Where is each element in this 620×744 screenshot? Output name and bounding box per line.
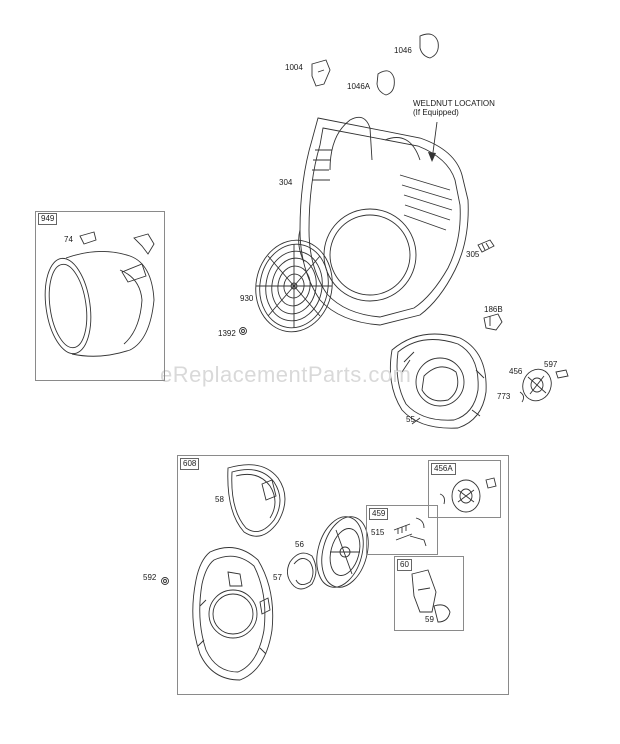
label-74[interactable]: 74	[64, 235, 73, 244]
label-1046A[interactable]: 1046A	[347, 82, 371, 91]
label-58[interactable]: 58	[215, 495, 224, 504]
pulley-56	[316, 516, 369, 588]
label-1046[interactable]: 1046	[394, 46, 412, 55]
label-55[interactable]: 55	[406, 415, 415, 424]
kit-box-60	[394, 556, 464, 631]
kit-box-456A	[428, 460, 501, 518]
rewind-starter-55	[389, 333, 487, 429]
weldnut-note: WELDNUT LOCATION (If Equipped)	[413, 99, 495, 118]
label-515[interactable]: 515	[371, 528, 385, 537]
kit-tag-60[interactable]: 60	[397, 559, 412, 571]
watermark: eReplacementParts.com	[160, 362, 412, 387]
kit-box-949	[35, 211, 165, 381]
label-186B[interactable]: 186B	[484, 305, 503, 314]
label-304[interactable]: 304	[279, 178, 293, 187]
kit-tag-608[interactable]: 608	[180, 458, 200, 470]
kit-tag-949[interactable]: 949	[38, 213, 58, 225]
rotating-screen-930	[255, 239, 333, 333]
weldnut-note-line1: WELDNUT LOCATION	[413, 99, 495, 108]
label-1392[interactable]: 1392	[218, 329, 236, 338]
label-59[interactable]: 59	[425, 615, 434, 624]
kit-tag-459[interactable]: 459	[369, 508, 389, 520]
label-930[interactable]: 930	[240, 294, 254, 303]
label-597[interactable]: 597	[544, 360, 558, 369]
label-305[interactable]: 305	[466, 250, 480, 259]
air-cleaner-949	[44, 251, 155, 357]
starter-rope-58	[227, 464, 286, 537]
kit-box-608	[177, 455, 509, 695]
label-456[interactable]: 456	[509, 367, 523, 376]
kit-tag-456A[interactable]: 456A	[431, 463, 456, 475]
kit-box-459	[366, 505, 438, 555]
label-56[interactable]: 56	[295, 540, 304, 549]
starter-housing	[192, 547, 274, 681]
label-773[interactable]: 773	[497, 392, 511, 401]
label-57[interactable]: 57	[273, 573, 282, 582]
weldnut-note-line2: (If Equipped)	[413, 107, 459, 117]
label-1004[interactable]: 1004	[285, 63, 303, 72]
blower-housing-304	[298, 116, 469, 326]
label-592[interactable]: 592	[143, 573, 157, 582]
